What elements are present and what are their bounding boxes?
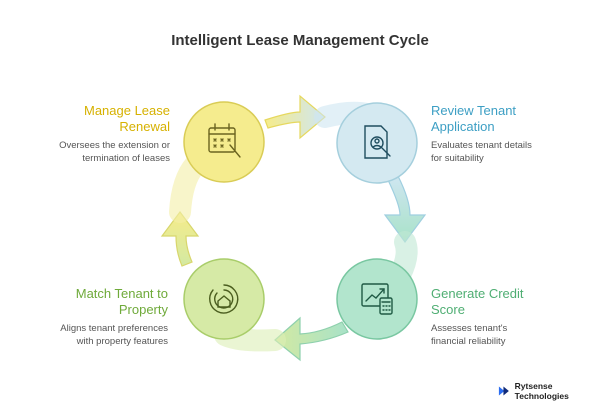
step-heading-line1: Manage Lease [83,103,170,118]
step-desc-line1: Evaluates tenant details [431,140,532,151]
step-heading-line1: Match Tenant to [75,286,168,301]
home-target-icon [209,284,239,314]
step-heading-line2: Property [118,302,168,317]
step-circle-match-tenant-to-property [183,258,265,340]
brand-name: Rytsense Technologies [514,381,569,401]
chart-calculator-icon [361,283,393,315]
step-label-match-tenant-to-property: Match Tenant to Property Aligns tenant p… [40,286,168,348]
step-heading: Generate Credit Score [431,286,571,318]
arrow-bottom [274,316,349,362]
step-heading-line2: Score [431,302,465,317]
diagram-title: Intelligent Lease Management Cycle [171,32,429,49]
step-heading-line1: Review Tenant [431,103,517,118]
step-label-generate-credit-score: Generate Credit Score Assesses tenant's … [431,286,571,348]
step-description: Evaluates tenant details for suitability [431,139,571,165]
step-desc-line1: Oversees the extension or [59,140,170,151]
calendar-edit-icon [208,123,241,158]
step-desc-line2: financial reliability [431,336,506,347]
step-desc-line1: Aligns tenant preferences [60,323,168,334]
step-label-review-tenant-application: Review Tenant Application Evaluates tena… [431,103,571,165]
step-heading-line1: Generate Credit [431,286,524,301]
step-circle-manage-lease-renewal [183,101,265,183]
step-desc-line1: Assesses tenant's [431,323,508,334]
step-desc-line2: termination of leases [82,153,170,164]
document-search-icon [364,125,391,159]
step-heading: Match Tenant to Property [40,286,168,318]
step-description: Oversees the extension or termination of… [50,139,170,165]
brand-mark-icon [498,386,509,396]
arrow-right [383,175,427,244]
step-description: Aligns tenant preferences with property … [40,322,168,348]
step-heading-line2: Application [431,119,495,134]
step-label-manage-lease-renewal: Manage Lease Renewal Oversees the extens… [50,103,170,165]
brand-logo: Rytsense Technologies [498,381,600,401]
step-desc-line2: with property features [76,336,168,347]
step-heading-line2: Renewal [119,119,170,134]
step-desc-line2: for suitability [431,153,484,164]
step-circle-generate-credit-score [336,258,418,340]
arrow-top [264,94,326,140]
step-description: Assesses tenant's financial reliability [431,322,571,348]
step-heading: Review Tenant Application [431,103,571,135]
step-heading: Manage Lease Renewal [50,103,170,135]
arrow-left [160,211,200,267]
